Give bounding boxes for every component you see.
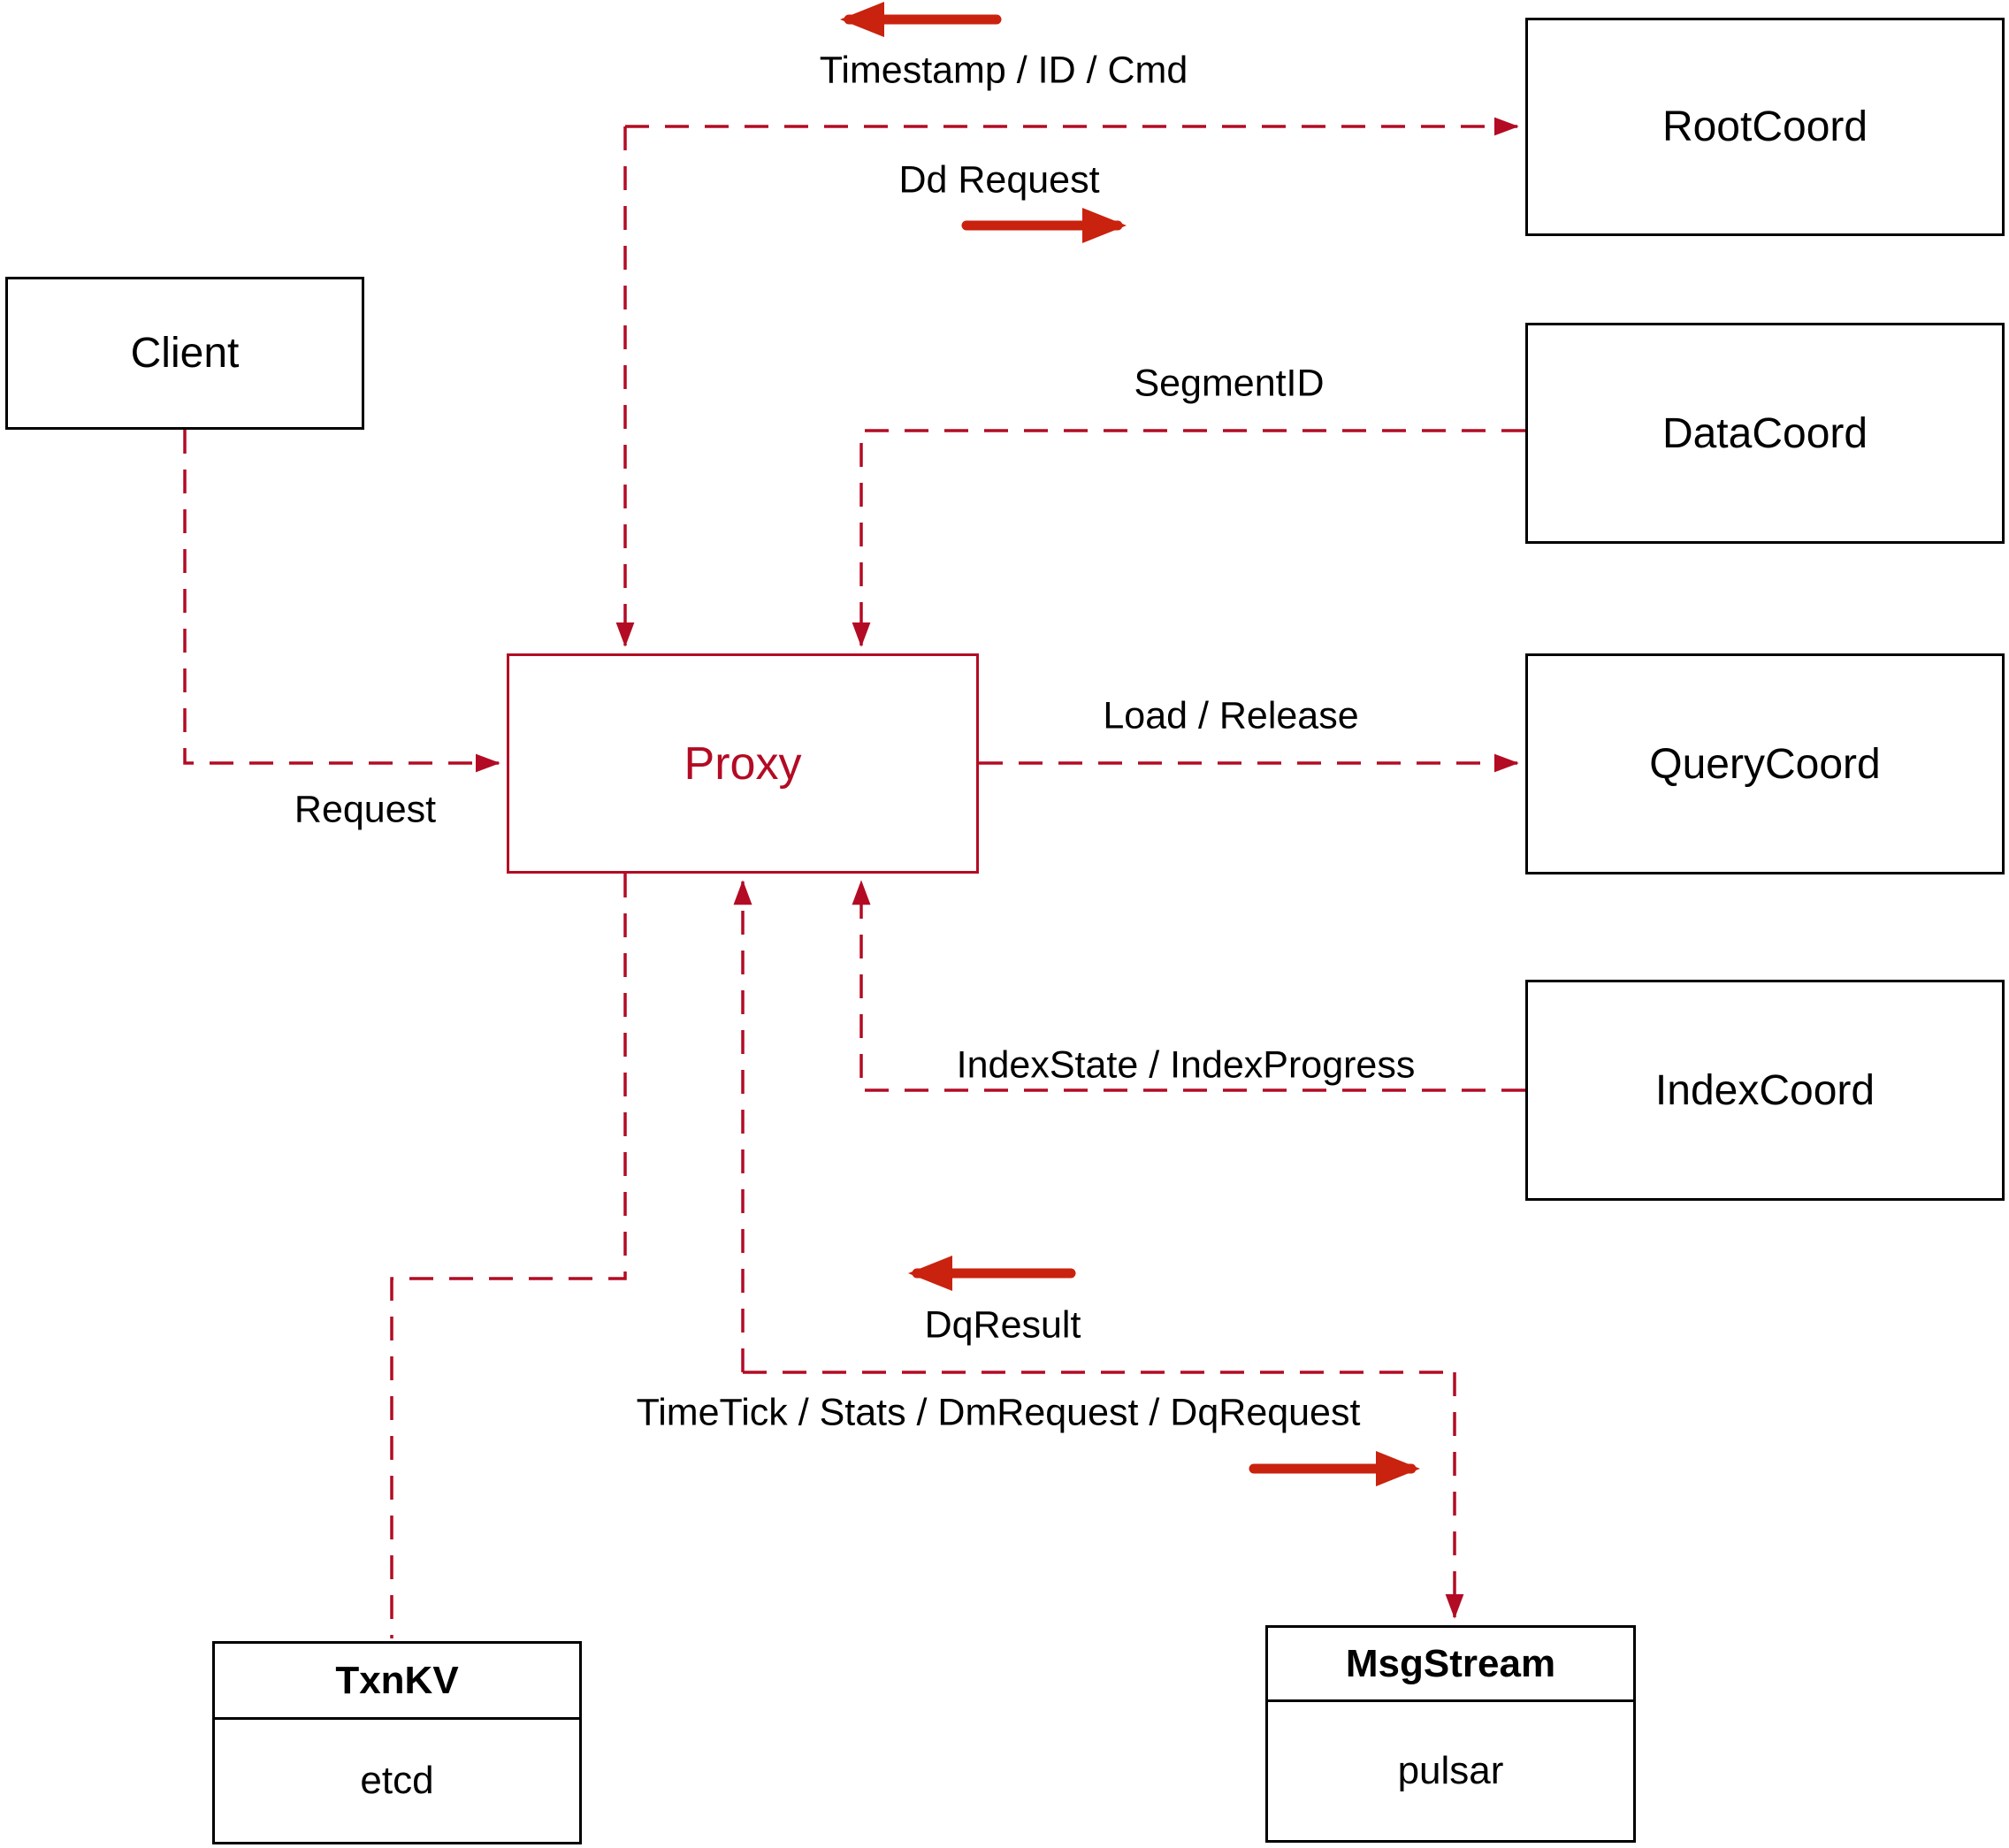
edge-label-dq-result: DqResult [924,1303,1081,1347]
edge-label-dd-request: Dd Request [898,158,1100,202]
node-indexcoord: IndexCoord [1525,980,2005,1201]
node-proxy: Proxy [507,653,979,874]
msgstream-impl: pulsar [1397,1749,1504,1792]
edge-label-segment-id: SegmentID [1134,362,1325,405]
node-querycoord: QueryCoord [1525,653,2005,874]
txnkv-impl: etcd [360,1759,434,1802]
node-client: Client [5,277,364,430]
edge-indexcoord-proxy [852,880,1525,1092]
edge-label-load-release: Load / Release [1103,694,1359,737]
edge-label-time-tick: TimeTick / Stats / DmRequest / DqRequest [636,1391,1361,1434]
edge-label-timestamp-id-cmd: Timestamp / ID / Cmd [819,49,1188,92]
node-txnkv: TxnKV etcd [212,1641,582,1844]
msgstream-title: MsgStream [1268,1628,1633,1702]
edge-proxy-txnkv [390,874,627,1638]
edge-label-index-state: IndexState / IndexProgress [956,1043,1416,1087]
node-datacoord: DataCoord [1525,323,2005,544]
node-msgstream: MsgStream pulsar [1265,1625,1636,1843]
txnkv-title: TxnKV [215,1644,579,1720]
edge-client-proxy [183,430,500,773]
edge-label-request: Request [294,788,437,831]
edge-datacoord-proxy [852,429,1525,647]
node-rootcoord: RootCoord [1525,18,2005,236]
